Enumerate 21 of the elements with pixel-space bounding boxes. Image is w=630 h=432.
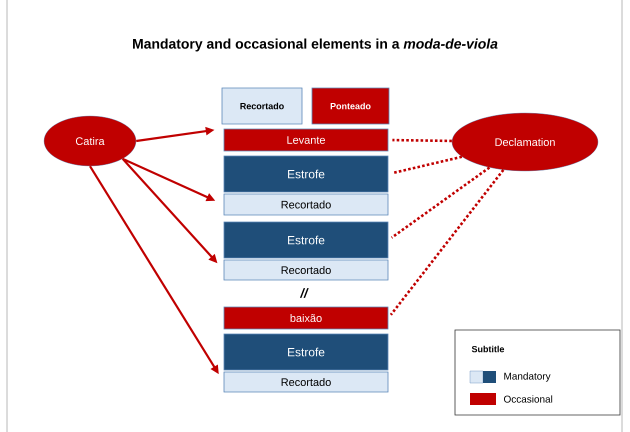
segment-box: Recortado — [224, 194, 388, 216]
title: Mandatory and occasional elements in a moda-de-viola — [133, 38, 498, 52]
ellipse-node: Declamation — [452, 112, 598, 172]
segment-box: Estrofe — [224, 334, 388, 370]
segment-box: Ponteado — [312, 88, 390, 124]
segment-box: Recortado — [224, 260, 388, 280]
ellipse-node: Catira — [44, 116, 136, 166]
connector — [390, 166, 490, 239]
segment-box: Recortado — [222, 88, 302, 124]
legend-title: Subtitle — [472, 346, 504, 352]
segment-box: Estrofe — [224, 156, 388, 192]
break-mark: // — [300, 288, 309, 298]
segment-box: Recortado — [224, 372, 388, 392]
connector — [392, 138, 452, 142]
legend-label: Mandatory — [504, 372, 551, 382]
segment-box: Levante — [224, 128, 388, 152]
segment-box: Estrofe — [224, 222, 388, 258]
segment-box: baixão — [224, 306, 388, 330]
connector — [392, 156, 462, 174]
legend-label: Occasional — [504, 395, 552, 403]
connector — [390, 169, 504, 316]
